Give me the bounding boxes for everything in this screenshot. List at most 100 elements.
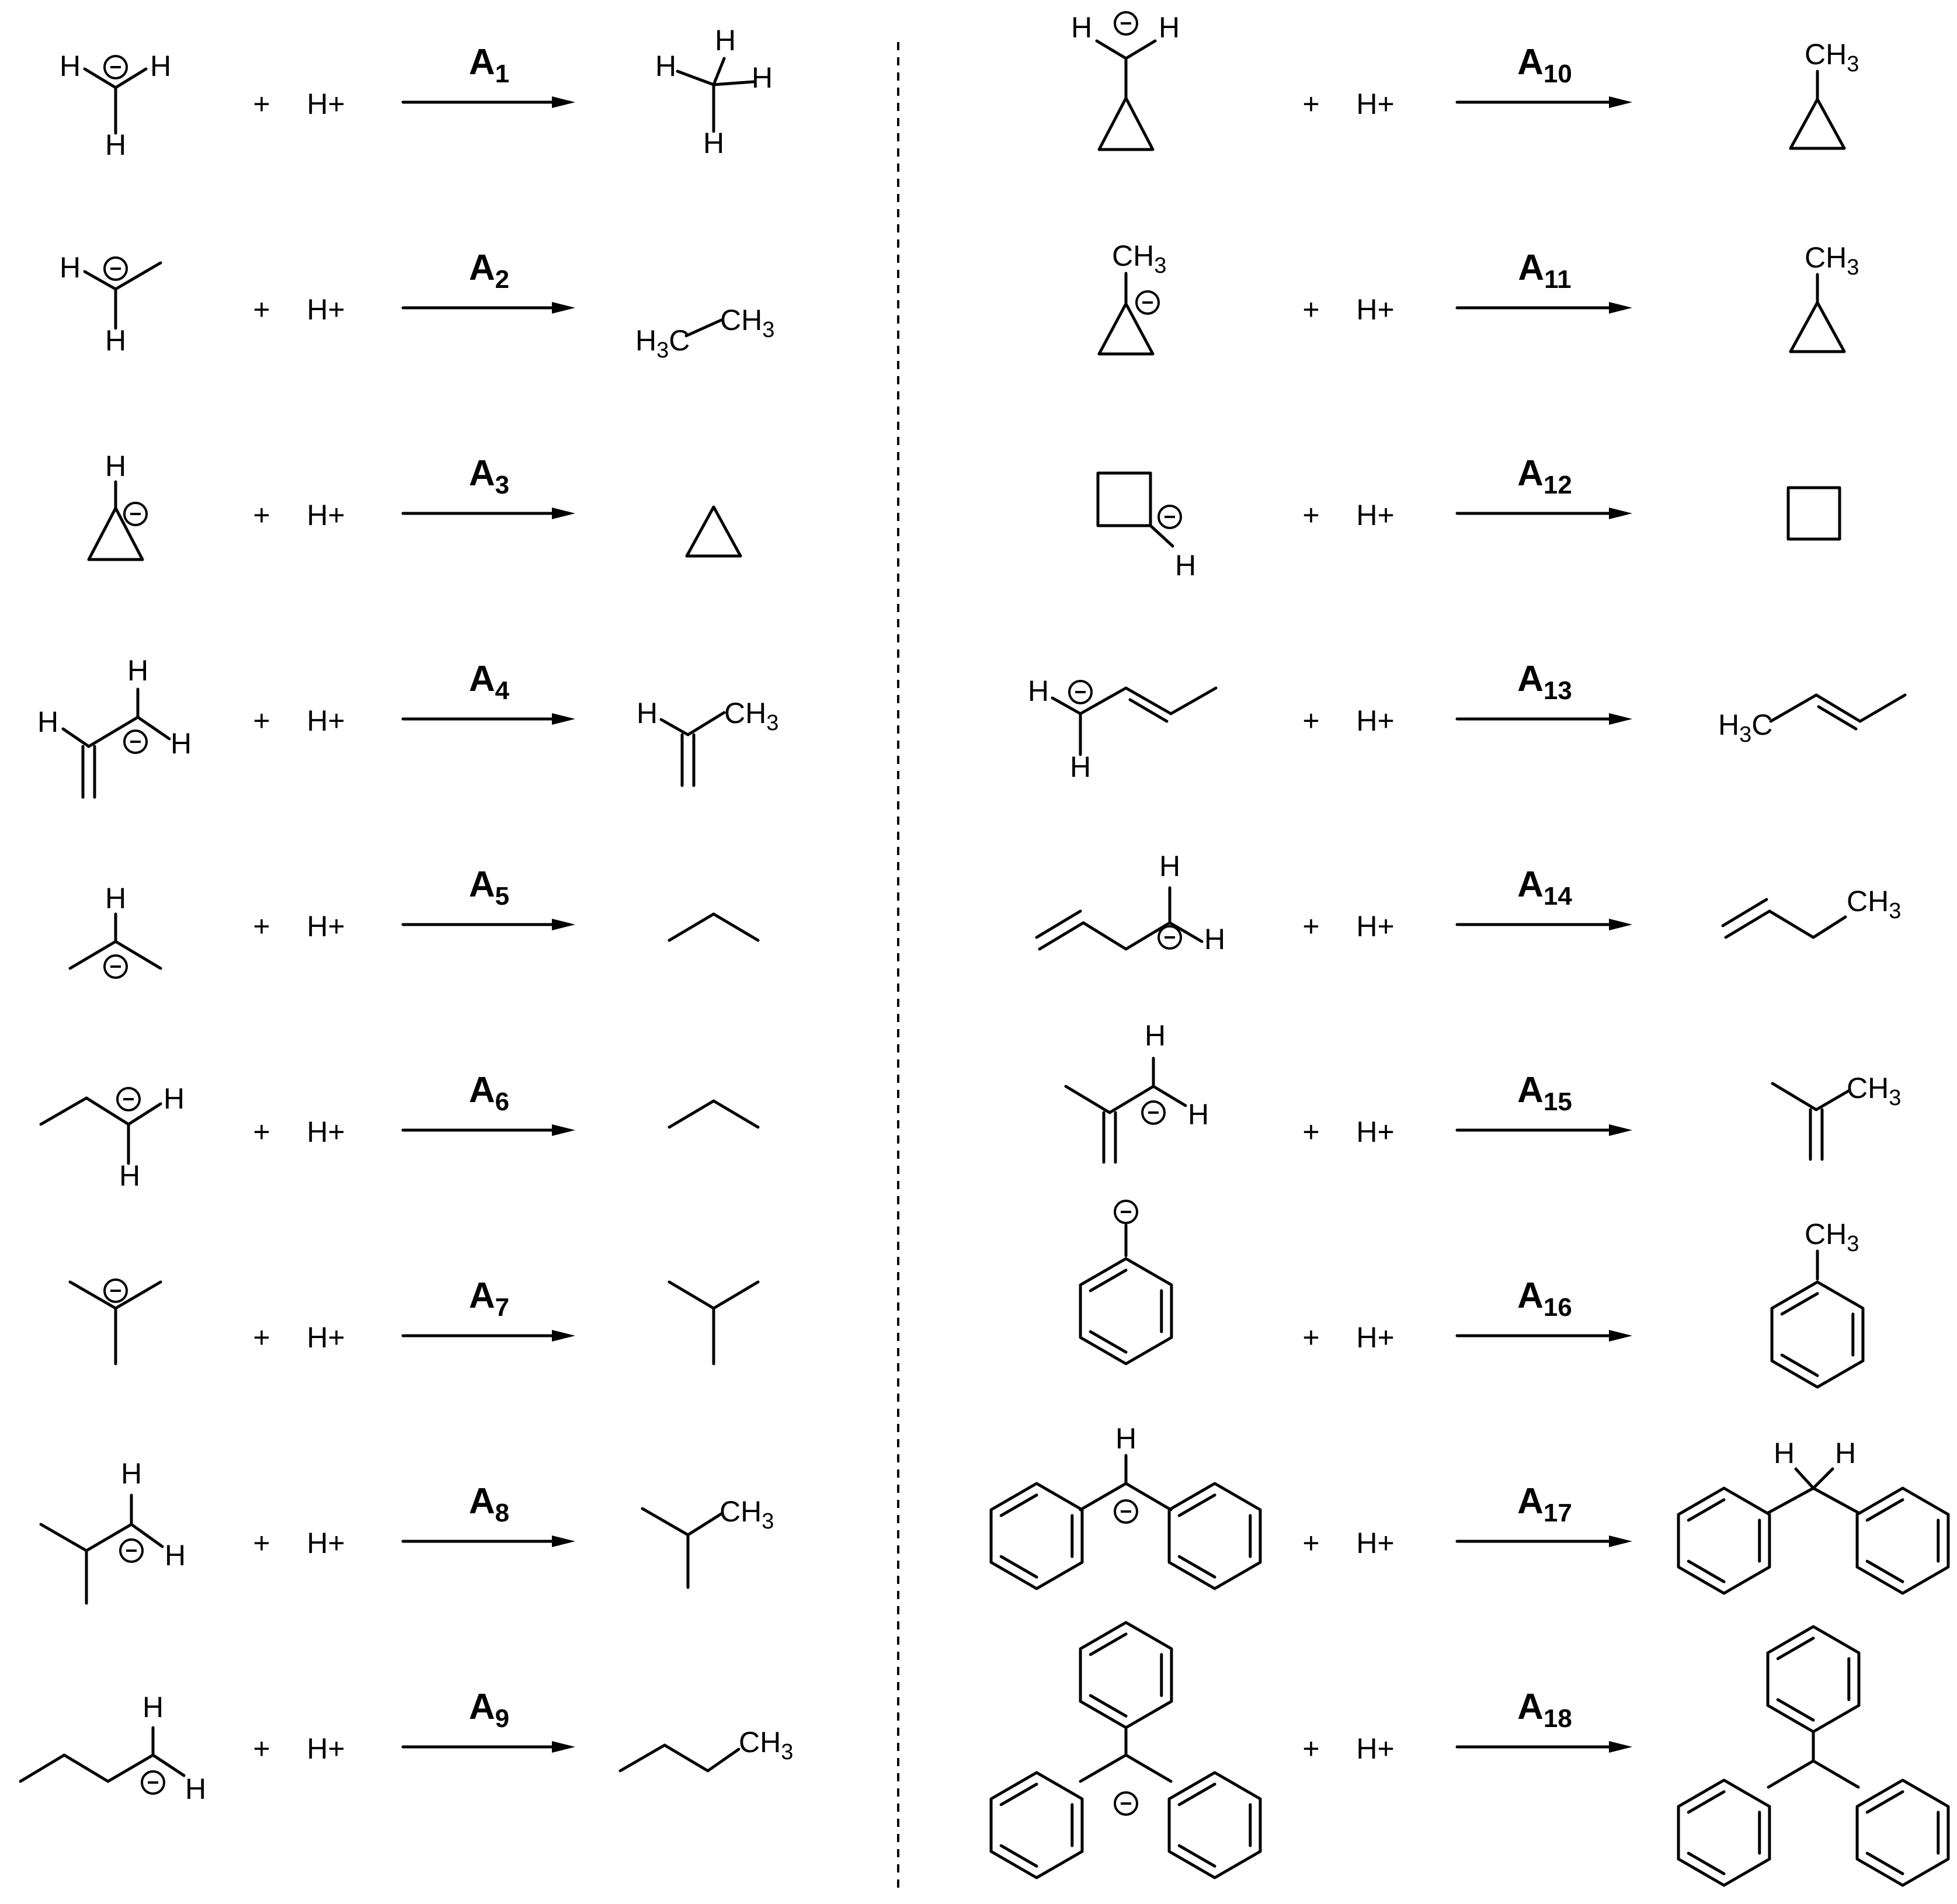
proton-label: H+: [307, 499, 345, 531]
benzene-ring: [1855, 1486, 1950, 1595]
bond: [83, 67, 117, 89]
hydrogen-label: H: [60, 251, 81, 284]
bond: [106, 1753, 155, 1783]
bond: [1812, 915, 1847, 939]
bond: [1064, 1085, 1111, 1114]
aromatic-double-bond: [1177, 1555, 1216, 1579]
reaction-6: HH+H+A6: [39, 1070, 760, 1192]
plus-sign: +: [253, 910, 270, 943]
methyl-label: CH3: [1805, 241, 1859, 280]
bond: [1124, 1753, 1173, 1783]
bond: [1051, 696, 1082, 715]
double-bond: [1038, 921, 1085, 951]
reagent-subscript: 14: [1544, 882, 1572, 911]
hydrogen-label: H: [121, 1457, 142, 1490]
proton-label: H+: [1356, 1116, 1394, 1148]
bond: [1767, 1759, 1815, 1789]
hydrogen-label: H: [185, 1773, 206, 1805]
reagent-label-13: A13: [1517, 659, 1572, 705]
bond: [712, 80, 755, 86]
cyclobutane-ring: [1786, 486, 1841, 541]
methyl-subscript: 3: [781, 1740, 793, 1764]
cyclopropane-ring: [1789, 98, 1846, 150]
aromatic-double-bond: [1865, 1498, 1904, 1522]
bond: [68, 940, 117, 970]
negative-charge: [1157, 925, 1182, 950]
methyl-label: CH3: [719, 1495, 774, 1534]
negative-charge: [1114, 1791, 1138, 1816]
reaction-arrow-head: [1609, 1741, 1632, 1753]
methyl-subscript: 3: [762, 1509, 774, 1534]
reaction-arrow-head: [552, 1535, 575, 1547]
reagent-label-7: A7: [469, 1276, 509, 1322]
reagent-letter: A: [1517, 1687, 1544, 1727]
hydrogen-label: H: [1115, 1422, 1136, 1455]
aromatic-double-bond: [1776, 1637, 1815, 1660]
reaction-arrow-head: [1609, 1330, 1632, 1342]
negative-charge: [103, 256, 128, 281]
benzene-ring: [1167, 1771, 1262, 1879]
reaction-arrow-head: [552, 919, 575, 930]
aromatic-double-bond: [1865, 1851, 1904, 1875]
bond: [62, 1753, 110, 1783]
reagent-subscript: 3: [495, 471, 509, 499]
charge-circle: [103, 954, 128, 979]
aromatic-double-bond: [1177, 1844, 1216, 1868]
methyl-ch: CH: [724, 697, 766, 729]
reagent-letter: A: [1517, 864, 1544, 905]
negative-charge: [103, 954, 128, 979]
reaction-18: +H+A18: [989, 1621, 1950, 1887]
methyl-ch: CH: [1805, 1218, 1847, 1250]
reagent-label-6: A6: [469, 1070, 509, 1116]
proton-label: H+: [1356, 499, 1394, 531]
negative-charge: [103, 55, 128, 79]
bond: [1079, 686, 1128, 715]
bond: [1769, 693, 1818, 723]
aromatic-double-bond: [1865, 1559, 1904, 1583]
hydrogen-label: H: [637, 697, 658, 729]
plus-sign: +: [253, 1732, 270, 1765]
bond: [136, 715, 171, 741]
methyl-h: H: [1718, 708, 1739, 741]
reagent-letter: A: [469, 1070, 495, 1110]
proton-label: H+: [307, 1527, 345, 1559]
charge-circle: [1114, 11, 1138, 36]
methyl-ch: CH: [1805, 241, 1847, 274]
bond: [130, 1523, 164, 1548]
bond: [1794, 1467, 1815, 1490]
bond: [712, 1099, 760, 1129]
bond: [686, 1512, 723, 1537]
negative-charge: [1114, 1200, 1138, 1224]
reagent-subscript: 6: [495, 1087, 509, 1116]
proton-label: H+: [1356, 1732, 1394, 1765]
reaction-arrow-head: [1609, 1535, 1632, 1547]
reagent-letter: A: [1517, 453, 1544, 494]
benzene-ring: [1770, 1280, 1865, 1389]
methyl-label: CH3: [1112, 239, 1166, 278]
reagent-letter: A: [1517, 1276, 1544, 1316]
methyl-subscript: 3: [1154, 253, 1166, 278]
bond: [39, 1096, 88, 1126]
bond: [1095, 39, 1128, 60]
double-bond: [1124, 686, 1173, 715]
bond: [659, 718, 690, 736]
reagent-subscript: 7: [495, 1293, 509, 1322]
proton-label: H+: [1356, 704, 1394, 737]
hydrogen-label: H: [1028, 675, 1049, 707]
negative-charge: [1135, 290, 1160, 315]
hydrogen-label: H: [150, 50, 171, 82]
aromatic-double-bond: [1089, 1694, 1128, 1718]
hydrogen-label: H: [60, 50, 81, 82]
negative-charge: [1114, 11, 1138, 36]
charge-circle: [123, 502, 148, 526]
reagent-label-3: A3: [469, 453, 509, 499]
reagent-letter: A: [1517, 42, 1544, 82]
aromatic-double-bond: [1780, 1353, 1819, 1377]
reagent-subscript: 1: [495, 60, 509, 88]
